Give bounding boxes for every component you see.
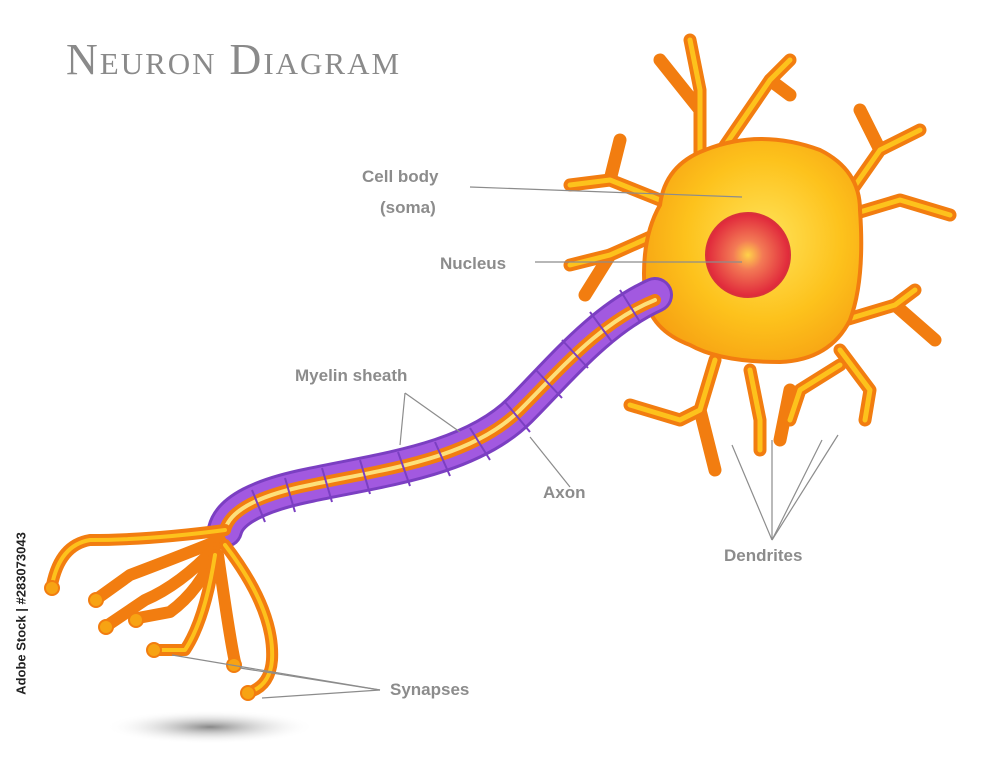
stock-watermark: Adobe Stock | #283073043 <box>8 520 29 710</box>
label-axon: Axon <box>543 483 586 502</box>
label-cell-body: Cell body <box>362 167 439 186</box>
label-dendrites: Dendrites <box>724 546 803 565</box>
label-myelin-sheath: Myelin sheath <box>295 366 408 385</box>
diagram-title: Neuron Diagram <box>66 35 402 84</box>
drop-shadow <box>105 710 315 744</box>
label-nucleus: Nucleus <box>440 254 507 273</box>
axon-terminals <box>46 524 279 698</box>
label-soma: (soma) <box>380 198 436 217</box>
leader-lines <box>171 186 839 699</box>
axon <box>207 277 673 548</box>
stock-id: Adobe Stock | #283073043 <box>13 532 29 695</box>
label-synapses: Synapses <box>390 680 470 699</box>
nucleus <box>705 212 791 298</box>
myelin-segments <box>251 289 641 523</box>
